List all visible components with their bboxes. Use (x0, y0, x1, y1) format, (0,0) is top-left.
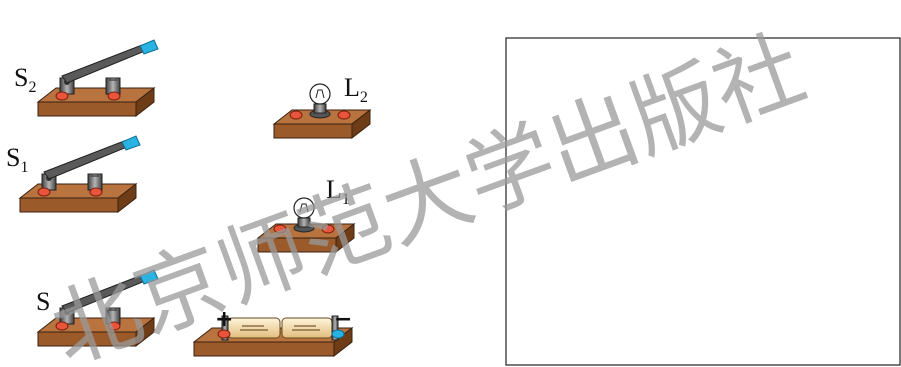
switch-s2-label: S2 (14, 63, 36, 96)
bulb-l2-label: L2 (344, 73, 368, 106)
battery (192, 315, 354, 358)
answer-box (505, 37, 901, 366)
bulb-l1-label: L1 (326, 175, 350, 208)
switch-s1 (19, 135, 141, 213)
switch-s2 (37, 39, 159, 117)
battery-negative-sign: − (334, 307, 352, 332)
battery-positive-sign: + (215, 307, 233, 332)
publisher-watermark: 北京师范大学出版社 (38, 16, 817, 367)
switch-s1-label: S1 (6, 143, 28, 176)
switch-s-label: S (36, 287, 50, 316)
